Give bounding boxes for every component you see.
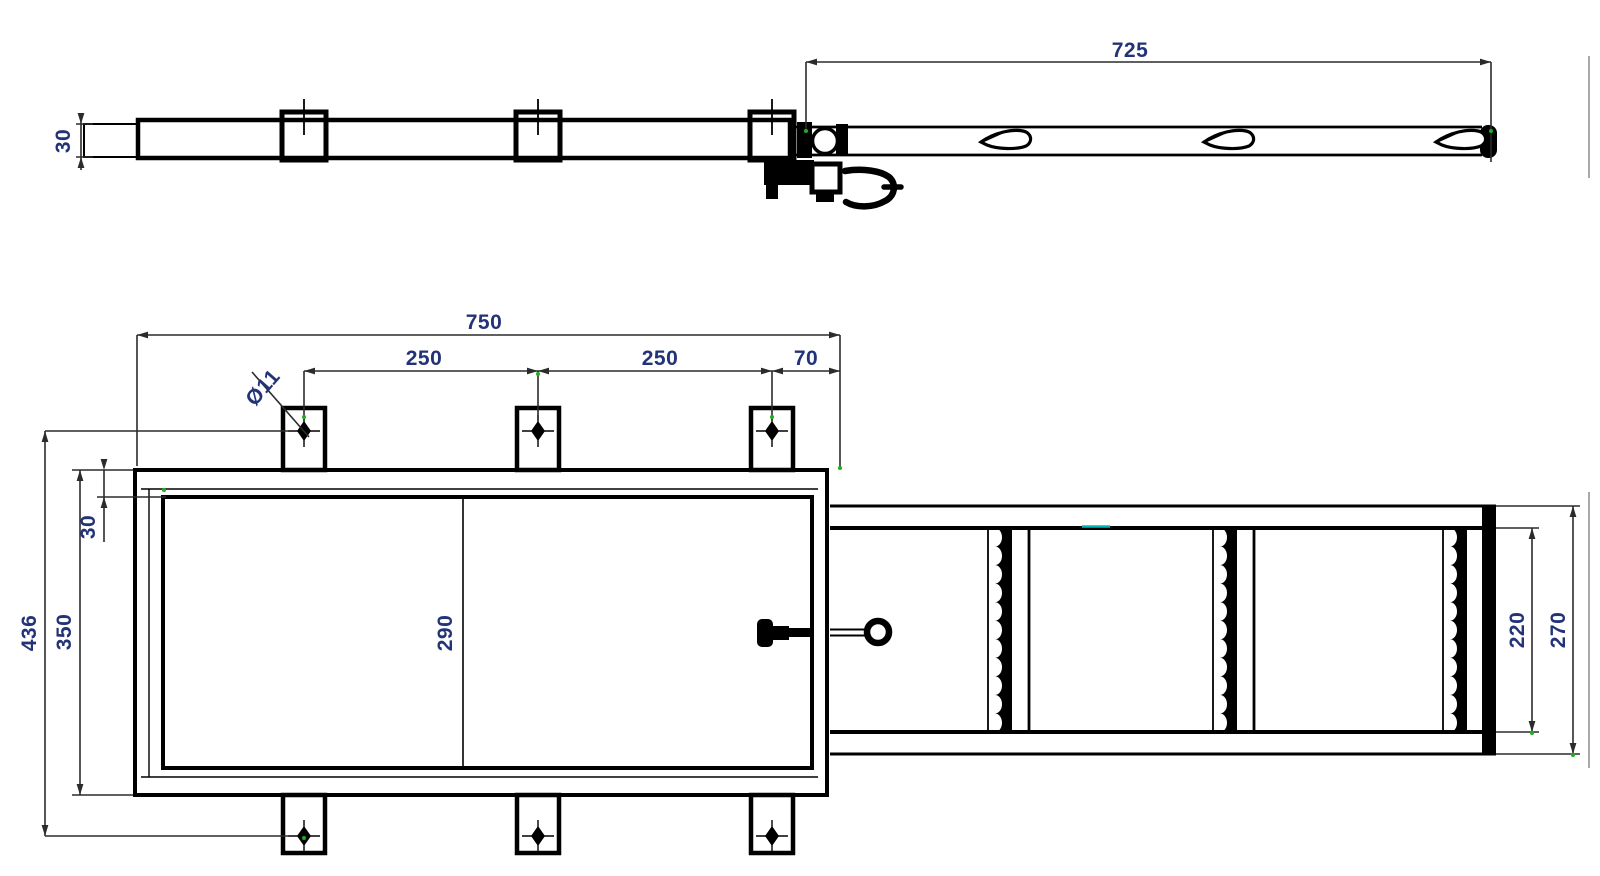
arrowhead xyxy=(1569,743,1577,754)
dim-725: 725 xyxy=(805,39,1492,162)
dim-text-70: 70 xyxy=(794,347,818,370)
arrowhead xyxy=(41,431,49,442)
dim-436: 436 xyxy=(18,430,296,837)
mounting-tab xyxy=(514,405,562,473)
dim-30-plan: 30 xyxy=(77,459,166,542)
arrowhead xyxy=(77,113,85,124)
dim-text-hole: Ø11 xyxy=(241,365,285,410)
latch-clip xyxy=(1432,128,1488,151)
dim-text-290: 290 xyxy=(434,615,457,652)
clamp-nut xyxy=(809,161,843,195)
serrated-strip xyxy=(1442,528,1467,733)
serrated-strip xyxy=(987,528,1031,733)
dim-220: 220 xyxy=(1496,527,1539,733)
latch-clip xyxy=(1200,128,1256,151)
dim-text-725: 725 xyxy=(1112,39,1149,62)
arrowhead xyxy=(100,459,108,470)
side-view: 725 30 xyxy=(52,39,1497,210)
dim-750: 750 xyxy=(136,311,841,468)
dim-text-350: 350 xyxy=(53,614,76,651)
arrowhead xyxy=(1528,528,1536,539)
main-beam xyxy=(135,117,793,161)
dim-350: 350 xyxy=(53,469,133,796)
dim-text-220: 220 xyxy=(1506,612,1529,649)
serrated-strip xyxy=(1212,528,1256,733)
arrowhead xyxy=(1569,506,1577,517)
slide-end-bar xyxy=(1482,506,1496,754)
eye-bolt xyxy=(757,617,893,647)
dim-text-30-side: 30 xyxy=(52,129,75,153)
clamp-assembly xyxy=(764,122,904,210)
mounting-tab xyxy=(280,792,328,856)
dim-text-270: 270 xyxy=(1547,612,1570,649)
main-frame: 290 xyxy=(133,468,829,797)
arrowhead xyxy=(76,784,84,795)
dim-30-side: 30 xyxy=(52,113,93,170)
arrowhead xyxy=(761,367,772,375)
arrowhead xyxy=(829,367,840,375)
plan-view: 290 xyxy=(18,311,1580,856)
arrowhead xyxy=(76,470,84,481)
dim-hole-callout: Ø11 xyxy=(241,365,310,438)
beam-clip xyxy=(747,99,797,163)
mounting-tab xyxy=(748,792,796,856)
latch-clip xyxy=(977,128,1033,151)
beam-clip xyxy=(279,99,329,163)
dim-text-250-a: 250 xyxy=(406,347,443,370)
dim-chain-250-250-70: 250 250 70 xyxy=(303,347,840,420)
dim-text-30-plan: 30 xyxy=(77,515,100,539)
dim-270: 270 xyxy=(1496,505,1580,755)
arrowhead xyxy=(77,157,85,168)
eye-ring xyxy=(863,617,893,647)
arrowhead xyxy=(1528,721,1536,732)
roller-knob xyxy=(810,126,840,156)
arrowhead xyxy=(772,367,783,375)
arrowhead xyxy=(1480,58,1491,66)
beam-clip xyxy=(513,99,563,163)
arrowhead xyxy=(41,825,49,836)
extension-batten xyxy=(790,125,1497,158)
arrowhead xyxy=(137,331,148,339)
dim-text-250-b: 250 xyxy=(642,347,679,370)
dim-text-436: 436 xyxy=(18,615,41,652)
arrowhead xyxy=(806,58,817,66)
dim-text-750: 750 xyxy=(466,311,503,334)
arrowhead xyxy=(100,497,108,508)
extension-slide xyxy=(830,504,1496,756)
arrowhead xyxy=(829,331,840,339)
grip-dots xyxy=(162,129,1575,840)
beam-end-cap xyxy=(83,123,139,158)
mounting-tab xyxy=(514,792,562,856)
arrowhead xyxy=(304,367,315,375)
